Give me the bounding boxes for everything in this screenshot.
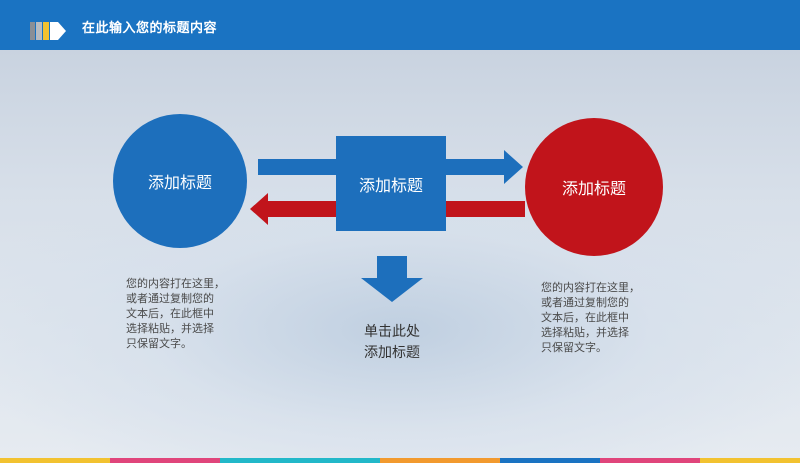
slide-background <box>0 50 800 458</box>
bottom-color-bar <box>0 458 800 463</box>
right-circle-label: 添加标题 <box>561 179 626 198</box>
arrow-down-icon <box>361 256 423 302</box>
left-circle[interactable]: 添加标题 <box>113 114 247 248</box>
right-description: 您的内容打在这里， 或者通过复制您的 文本后，在此框中 选择粘贴，并选择 只保留… <box>541 281 640 354</box>
caption-title: 单击此处 添加标题 <box>364 324 420 361</box>
left-description: 您的内容打在这里， 或者通过复制您的 文本后，在此框中 选择粘贴，并选择 只保留… <box>126 277 225 350</box>
right-circle[interactable]: 添加标题 <box>525 118 663 256</box>
logo-icon <box>30 22 66 40</box>
center-box-label: 添加标题 <box>358 175 423 195</box>
page-title: 在此输入您的标题内容 <box>82 21 218 36</box>
title-bar: 在此输入您的标题内容 <box>0 0 800 50</box>
center-box[interactable]: 添加标题 <box>336 136 446 231</box>
left-circle-label: 添加标题 <box>147 173 212 192</box>
